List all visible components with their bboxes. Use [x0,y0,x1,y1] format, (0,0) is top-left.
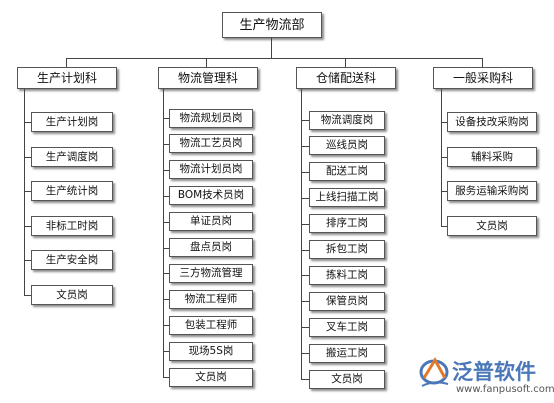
role-node: 搬运工岗 [309,344,385,363]
department-node: 物流管理科 [158,67,258,89]
root-node: 生产物流部 [222,12,322,38]
role-connector [301,224,309,225]
watermark-url: www.fanpusoft.com [456,384,554,395]
role-node: 物流计划员岗 [169,160,253,179]
role-node: 叉车工岗 [309,318,385,337]
role-connector [163,377,169,378]
role-connector [301,198,309,199]
role-connector [441,226,447,227]
role-connector [441,122,447,123]
role-connector [301,172,309,173]
role-node: 巡线员岗 [309,136,385,155]
role-node: 文员岗 [31,285,113,305]
role-node: 物流规划员岗 [169,109,253,128]
role-connector [163,273,169,274]
role-node: 文员岗 [447,216,537,236]
department-bus-line [66,58,482,59]
role-node: 上线扫描工岗 [309,188,385,207]
watermark-name: 泛普软件 [452,360,536,384]
department-connector [66,58,67,67]
watermark: 泛普软件 www.fanpusoft.com [418,354,554,400]
role-node: 现场5S岗 [169,342,253,361]
role-node: 设备技改采购岗 [447,112,537,132]
role-node: 文员岗 [309,370,385,389]
role-node: 服务运输采购岗 [447,181,537,201]
role-node: 包装工程师 [169,316,253,335]
role-node: 物流工艺员岗 [169,134,253,153]
role-connector [24,157,31,158]
role-connector [301,353,309,354]
role-connector [163,222,169,223]
role-node: 生产计划岗 [31,112,113,132]
role-connector [24,260,31,261]
role-connector [441,157,447,158]
role-node: 生产调度岗 [31,147,113,167]
role-connector [163,351,169,352]
role-connector [301,250,309,251]
role-node: 物流工程师 [169,290,253,309]
role-node: 辅料采购 [447,147,537,167]
role-node: 排序工岗 [309,214,385,233]
role-node: BOM技术员岗 [169,186,253,205]
role-connector [24,295,31,296]
role-connector [301,275,309,276]
department-node: 生产计划科 [17,67,117,89]
role-node: 生产统计岗 [31,181,113,201]
department-spine-line [163,89,164,377]
role-connector [301,146,309,147]
role-connector [163,196,169,197]
role-node: 文员岗 [169,368,253,387]
role-node: 三方物流管理 [169,264,253,283]
role-connector [163,170,169,171]
role-connector [24,226,31,227]
department-spine-line [301,89,302,379]
root-connector [271,38,272,58]
role-connector [301,379,309,380]
role-node: 拣料工岗 [309,266,385,285]
role-connector [301,120,309,121]
department-node: 一般采购科 [433,67,533,89]
role-connector [163,248,169,249]
role-connector [163,299,169,300]
role-node: 单证员岗 [169,212,253,231]
role-node: 拆包工岗 [309,240,385,259]
fanpu-logo-icon [419,357,449,387]
role-connector [163,118,169,119]
role-node: 非标工时岗 [31,216,113,236]
role-node: 保管员岗 [309,292,385,311]
role-connector [24,122,31,123]
department-node: 仓储配送科 [296,67,396,89]
role-node: 配送工岗 [309,162,385,181]
department-connector [206,58,207,67]
role-node: 盘点员岗 [169,238,253,257]
role-connector [301,327,309,328]
role-connector [24,191,31,192]
role-connector [301,301,309,302]
department-connector [345,58,346,67]
role-node: 生产安全岗 [31,250,113,270]
role-connector [163,325,169,326]
role-connector [441,191,447,192]
role-connector [163,144,169,145]
role-node: 物流调度岗 [309,111,385,130]
department-connector [482,58,483,67]
